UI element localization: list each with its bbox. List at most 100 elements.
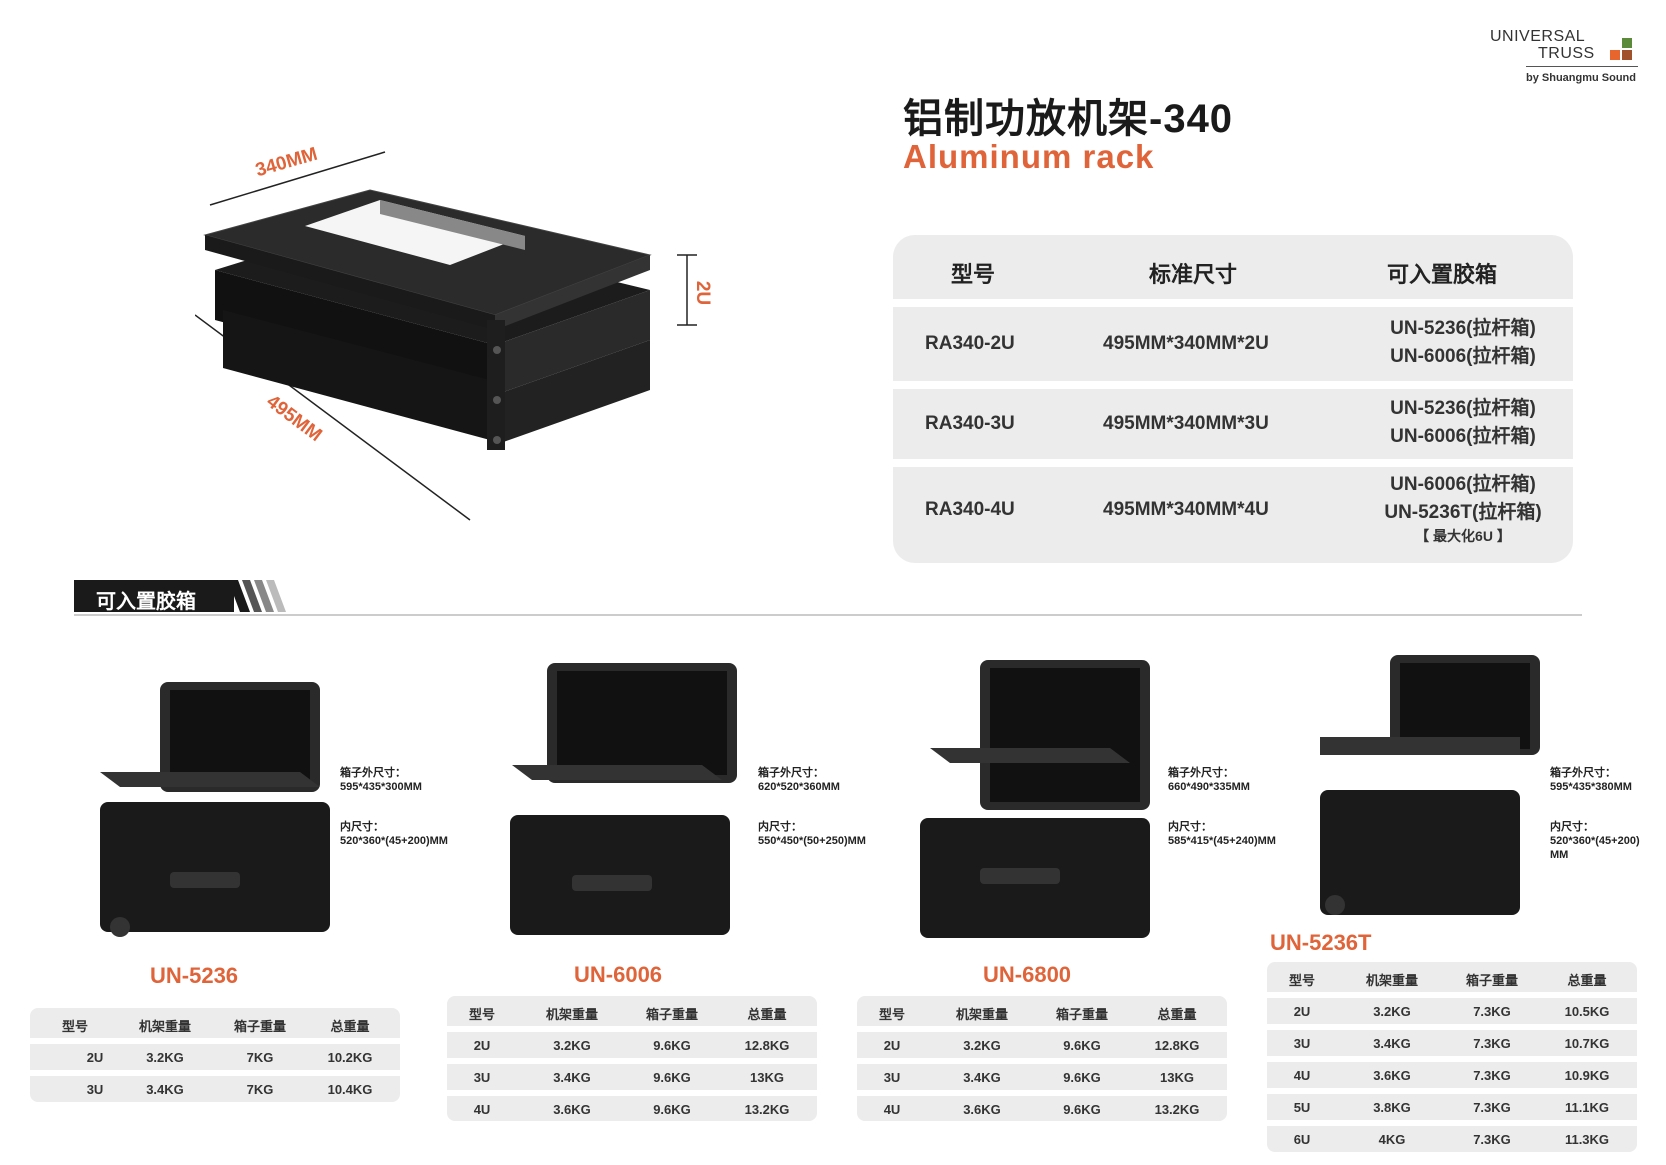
table-cell: 9.6KG — [653, 1038, 691, 1053]
table-cell: 7.3KG — [1473, 1100, 1511, 1115]
table-row: 4U 3.6KG 9.6KG 13.2KG — [447, 1096, 817, 1122]
brand-logo: UNIVERSAL TRUSS by Shuangmu Sound — [1490, 20, 1650, 90]
table-row: 2U 3.2KG 9.6KG 12.8KG — [857, 1032, 1227, 1058]
logo-mark-brown — [1622, 50, 1632, 60]
outer-dim-label: 箱子外尺寸： — [1168, 767, 1234, 779]
table-header-row: 型号 机架重量 箱子重量 总重量 — [1267, 964, 1637, 990]
inner-dim-value: 585*415*(45+240)MM — [1168, 835, 1276, 847]
table-cell: 5U — [1293, 1100, 1311, 1115]
table-cell: 12.8KG — [744, 1038, 790, 1053]
spec-size: 495MM*340MM*2U — [1103, 333, 1269, 354]
table-row: 4U 3.6KG 7.3KG 10.9KG — [1267, 1062, 1637, 1088]
table-cell: 10.7KG — [1564, 1036, 1610, 1051]
table-cell: 10.9KG — [1564, 1068, 1610, 1083]
table-row: 3U 3.4KG 9.6KG 13KG — [447, 1064, 817, 1090]
outer-dim-value: 660*490*335MM — [1168, 781, 1250, 793]
inner-dim-value: 550*450*(50+250)MM — [758, 835, 866, 847]
table-cell: 3.2KG — [1373, 1004, 1411, 1019]
product-name-un5236t: UN-5236T — [1270, 930, 1372, 955]
dim-label-height: 2U — [692, 280, 714, 306]
inner-dim-label: 内尺寸： — [1168, 821, 1212, 833]
product-name-un6800: UN-6800 — [983, 962, 1072, 987]
table-cell: 9.6KG — [1063, 1102, 1101, 1117]
table-header-cell: 机架重量 — [955, 1007, 1008, 1022]
table-cell: 3.4KG — [553, 1070, 591, 1085]
spec-header-size: 标准尺寸 — [1149, 262, 1238, 287]
spec-size: 495MM*340MM*3U — [1103, 413, 1269, 434]
table-cell: 11.3KG — [1564, 1132, 1610, 1147]
table-cell: 3U — [883, 1070, 901, 1085]
inner-dim-label: 内尺寸： — [1550, 821, 1594, 833]
table-cell: 2U — [473, 1038, 491, 1053]
logo-text-universal: UNIVERSAL — [1490, 28, 1586, 45]
case-image-un6800 — [920, 660, 1150, 938]
logo-tagline: by Shuangmu Sound — [1526, 72, 1636, 84]
table-header-cell: 箱子重量 — [645, 1007, 698, 1022]
section-title: 可入置胶箱 — [96, 591, 196, 613]
table-row: 2U 3.2KG 7.3KG 10.5KG — [1267, 998, 1637, 1024]
table-cell: 3.4KG — [1373, 1036, 1411, 1051]
table-cell: 9.6KG — [1063, 1038, 1101, 1053]
table-header-cell: 机架重量 — [1365, 973, 1418, 988]
outer-dim-label: 箱子外尺寸： — [340, 767, 406, 779]
table-row: 4U 3.6KG 9.6KG 13.2KG — [857, 1096, 1227, 1122]
table-header-cell: 型号 — [468, 1007, 495, 1022]
table-cell: 3.2KG — [146, 1050, 184, 1065]
table-cell: 4U — [473, 1102, 491, 1117]
spec-case: UN-5236(拉杆箱) — [1390, 318, 1536, 339]
table-cell: 9.6KG — [653, 1102, 691, 1117]
spec-header-cases: 可入置胶箱 — [1387, 262, 1498, 287]
outer-dim-value: 595*435*380MM — [1550, 781, 1632, 793]
table-cell: 2U — [883, 1038, 901, 1053]
case-image-un5236t — [1320, 655, 1540, 915]
spec-divider — [893, 459, 1573, 467]
weight-table-un5236: 型号 机架重量 箱子重量 总重量 2U 3.2KG 7KG 10.2KG 3U … — [30, 1008, 400, 1102]
table-header-row: 型号 机架重量 箱子重量 总重量 — [857, 998, 1227, 1024]
weight-table-un6006: 型号 机架重量 箱子重量 总重量 2U 3.2KG 9.6KG 12.8KG 3… — [447, 996, 817, 1121]
spec-case: UN-6006(拉杆箱) — [1390, 426, 1536, 447]
case-image-un6006 — [510, 663, 737, 935]
spec-case: UN-6006(拉杆箱) — [1390, 474, 1536, 495]
spec-divider — [893, 381, 1573, 389]
table-header-cell: 总重量 — [330, 1019, 370, 1034]
spec-table: 型号 标准尺寸 可入置胶箱 RA340-2U 495MM*340MM*2U UN… — [893, 235, 1573, 563]
table-cell: 3.6KG — [1373, 1068, 1411, 1083]
table-header-cell: 总重量 — [1567, 973, 1607, 988]
inner-dim-label: 内尺寸： — [758, 821, 802, 833]
spec-model: RA340-2U — [925, 333, 1015, 354]
inner-dim-value: 520*360*(45+200) — [1550, 835, 1640, 847]
table-cell: 3.2KG — [963, 1038, 1001, 1053]
page-title: 铝制功放机架-340 — [903, 97, 1234, 141]
section-stripes — [228, 580, 286, 612]
table-cell: 6U — [1293, 1132, 1311, 1147]
spec-row: RA340-2U 495MM*340MM*2U UN-5236(拉杆箱) UN-… — [893, 307, 1573, 381]
weight-table-un6800: 型号 机架重量 箱子重量 总重量 2U 3.2KG 9.6KG 12.8KG 3… — [857, 996, 1227, 1121]
spec-model: RA340-3U — [925, 413, 1015, 434]
table-cell: 3.8KG — [1373, 1100, 1411, 1115]
dim-line-width — [209, 151, 386, 206]
spec-table-header: 型号 标准尺寸 可入置胶箱 — [893, 235, 1573, 299]
outer-dim-value: 595*435*300MM — [340, 781, 422, 793]
table-header-cell: 总重量 — [1157, 1007, 1197, 1022]
table-cell: 13KG — [1160, 1070, 1194, 1085]
table-header-cell: 箱子重量 — [1055, 1007, 1108, 1022]
logo-mark-green — [1622, 38, 1632, 48]
table-cell: 10.4KG — [327, 1082, 373, 1097]
spec-size: 495MM*340MM*4U — [1103, 499, 1269, 520]
table-cell: 2U — [1293, 1004, 1311, 1019]
spec-row: RA340-3U 495MM*340MM*3U UN-5236(拉杆箱) UN-… — [893, 389, 1573, 459]
logo-divider — [1526, 66, 1638, 67]
page-subtitle: Aluminum rack — [903, 138, 1155, 175]
inner-dim-value: 520*360*(45+200)MM — [340, 835, 448, 847]
table-header-cell: 机架重量 — [545, 1007, 598, 1022]
table-cell: 7.3KG — [1473, 1036, 1511, 1051]
logo-text-truss: TRUSS — [1538, 45, 1595, 62]
table-header-cell: 型号 — [61, 1019, 88, 1034]
table-row: 3U 3.4KG 7.3KG 10.7KG — [1267, 1030, 1637, 1056]
table-cell: 7.3KG — [1473, 1068, 1511, 1083]
table-cell: 3U — [473, 1070, 491, 1085]
table-cell: 13.2KG — [744, 1102, 790, 1117]
table-cell: 10.2KG — [327, 1050, 373, 1065]
table-row: 6U 4KG 7.3KG 11.3KG — [1267, 1126, 1637, 1152]
table-cell: 12.8KG — [1154, 1038, 1200, 1053]
